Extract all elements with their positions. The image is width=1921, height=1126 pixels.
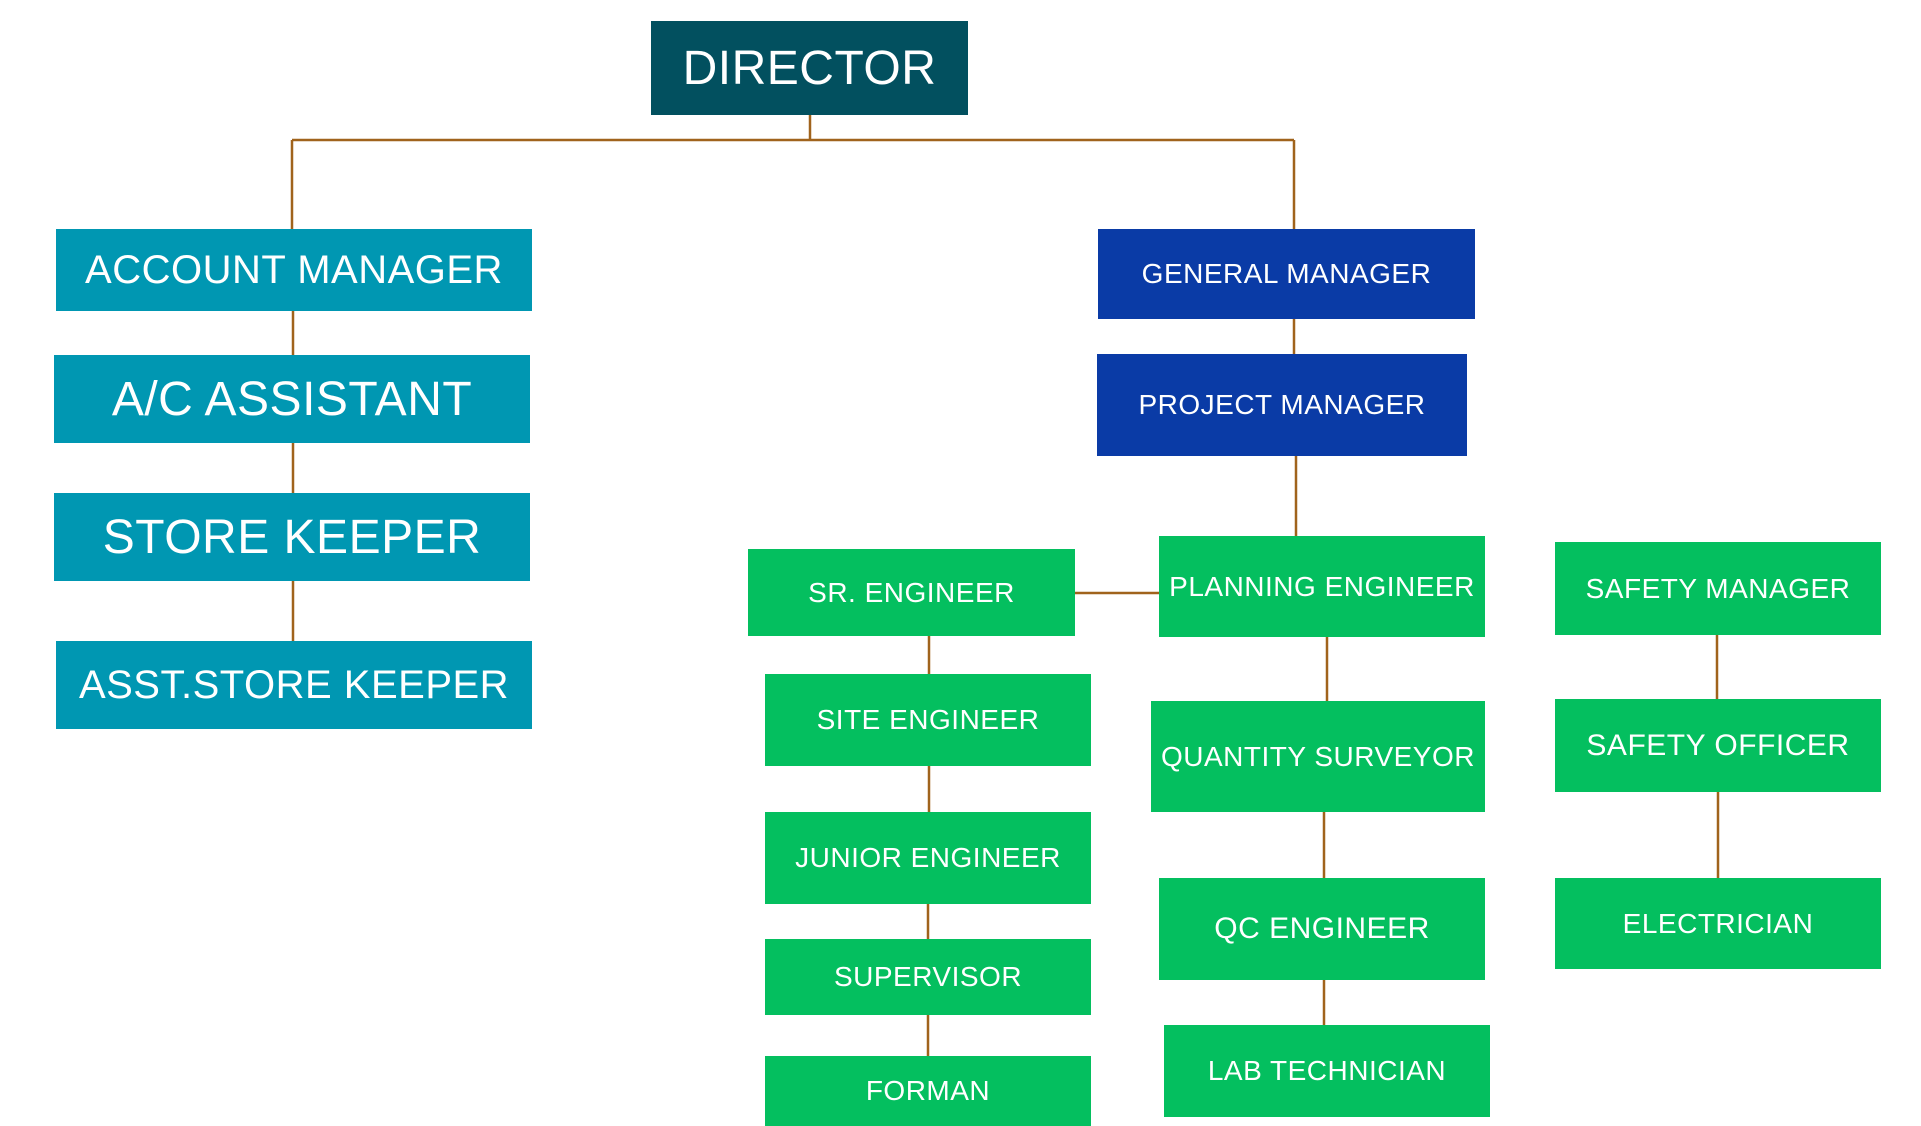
node-project-manager: PROJECT MANAGER: [1097, 354, 1467, 456]
node-planning-engineer: PLANNING ENGINEER: [1159, 536, 1485, 637]
node-safety-manager: SAFETY MANAGER: [1555, 542, 1881, 635]
node-safety-officer: SAFETY OFFICER: [1555, 699, 1881, 792]
node-sr-engineer: SR. ENGINEER: [748, 549, 1075, 636]
node-site-engineer: SITE ENGINEER: [765, 674, 1091, 766]
node-lab-technician: LAB TECHNICIAN: [1164, 1025, 1490, 1117]
node-general-manager: GENERAL MANAGER: [1098, 229, 1475, 319]
node-store-keeper: STORE KEEPER: [54, 493, 530, 581]
node-director: DIRECTOR: [651, 21, 968, 115]
node-asst-store-keeper: ASST.STORE KEEPER: [56, 641, 532, 729]
node-forman: FORMAN: [765, 1056, 1091, 1126]
node-quantity-surveyor: QUANTITY SURVEYOR: [1151, 701, 1485, 812]
node-supervisor: SUPERVISOR: [765, 939, 1091, 1015]
node-ac-assistant: A/C ASSISTANT: [54, 355, 530, 443]
node-electrician: ELECTRICIAN: [1555, 878, 1881, 969]
node-account-manager: ACCOUNT MANAGER: [56, 229, 532, 311]
node-qc-engineer: QC ENGINEER: [1159, 878, 1485, 980]
node-junior-engineer: JUNIOR ENGINEER: [765, 812, 1091, 904]
